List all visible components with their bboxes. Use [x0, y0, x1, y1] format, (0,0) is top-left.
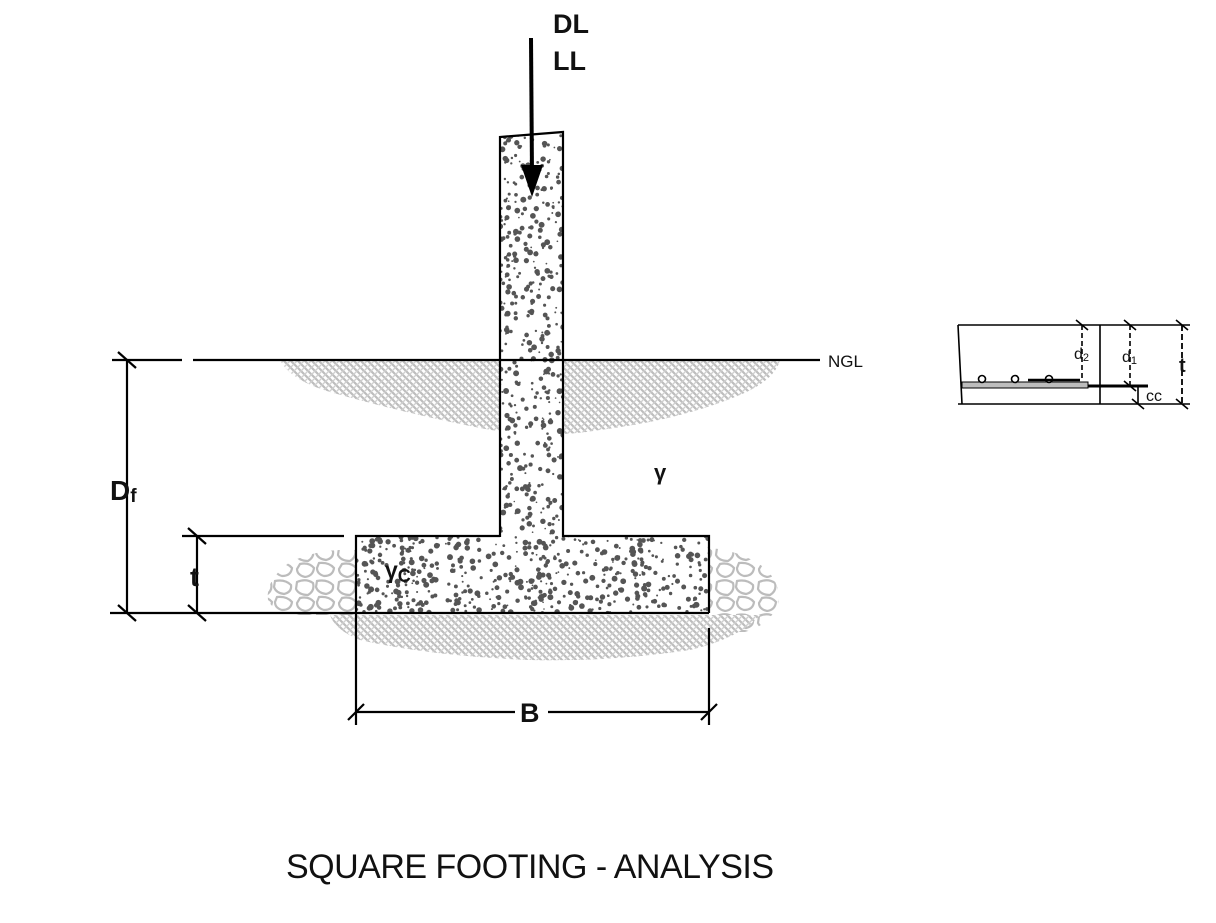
d2-tick	[1075, 319, 1089, 331]
depth-label: Df	[110, 475, 137, 507]
detail-thickness-label: t	[1179, 355, 1186, 377]
soil-gravel-left	[267, 549, 356, 615]
detail-slab-outline	[957, 324, 1101, 405]
df-tick-top	[117, 351, 137, 369]
detail-t-tick-bottom	[1175, 398, 1189, 410]
load-arrow	[529, 37, 534, 176]
soil-hatch-lower	[330, 615, 760, 661]
t-tick-top	[187, 527, 207, 545]
df-tick-bottom	[117, 604, 137, 622]
dead-load-label: DL	[553, 9, 589, 39]
footing-outline	[354, 534, 711, 613]
load-arrowhead	[521, 165, 543, 197]
cc-tick	[1131, 398, 1145, 410]
thickness-label: t	[190, 562, 199, 592]
concrete-unit-weight-label: γC	[385, 557, 411, 586]
detail-t-tick-top	[1175, 319, 1189, 331]
d1-tick-bottom	[1123, 380, 1137, 392]
detail-bar-2	[1010, 374, 1020, 384]
t-tick-bottom	[187, 604, 207, 622]
live-load-label: LL	[553, 46, 586, 76]
d2-label: d2	[1074, 346, 1089, 364]
cover-label: cc	[1146, 388, 1162, 405]
b-tick-right	[700, 703, 718, 721]
soil-unit-weight-label: γ	[654, 460, 667, 485]
concrete-body	[356, 132, 709, 613]
b-tick-left	[347, 703, 365, 721]
reinforcement-detail: d2 d1 t cc	[957, 319, 1190, 410]
diagram-title: SQUARE FOOTING - ANALYSIS	[286, 848, 774, 886]
d1-label: d1	[1122, 349, 1137, 367]
width-label: B	[520, 698, 540, 728]
soil-gravel-right	[709, 548, 779, 632]
d1-tick-top	[1123, 319, 1137, 331]
detail-bar-1	[977, 374, 987, 384]
ngl-label: NGL	[828, 352, 863, 371]
concrete-speckles	[356, 133, 709, 613]
